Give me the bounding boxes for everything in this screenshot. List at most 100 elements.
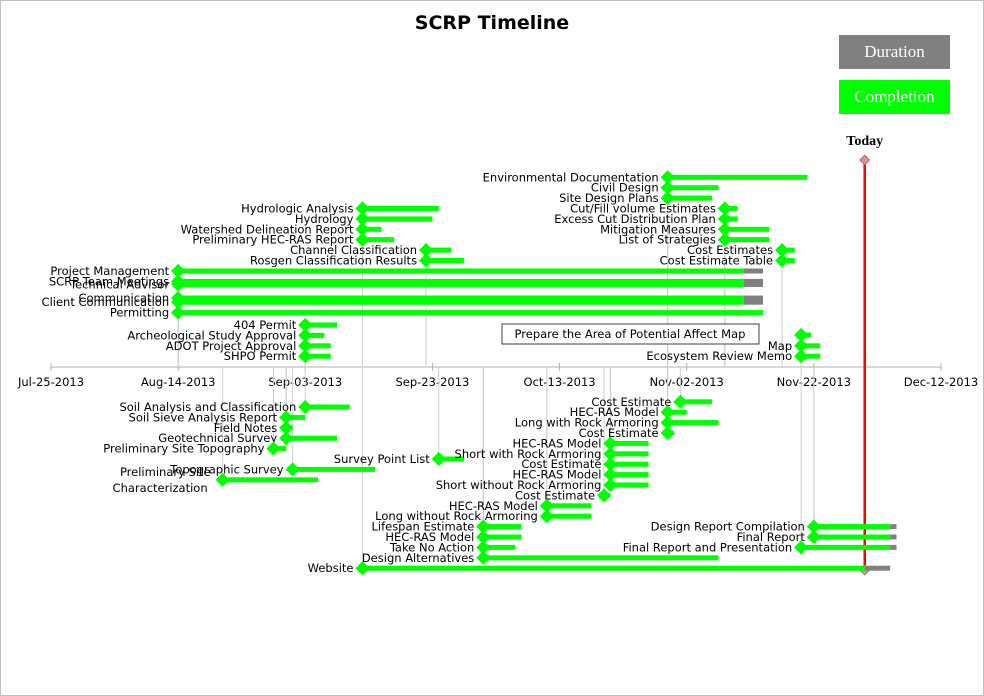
task-label: Preliminary HEC-RAS Report: [192, 233, 354, 247]
task-label: Soil Sieve Analysis Report: [129, 410, 278, 424]
task-completion-bar: [610, 461, 649, 467]
task-label: Lifespan Estimate: [371, 520, 474, 534]
task-milestone: [806, 529, 821, 545]
task-label: Cost Estimate: [521, 457, 601, 471]
task-label: Channel Classification: [290, 243, 417, 257]
task-completion-bar: [362, 206, 439, 211]
task-label: HEC-RAS Model: [449, 499, 538, 513]
task-milestone: [660, 405, 675, 420]
task-label: Design Report Compilation: [651, 520, 805, 534]
legend-completion: Completion: [839, 80, 950, 114]
task-label: Hydrology: [295, 212, 354, 226]
task-completion-bar: [610, 451, 649, 457]
task-milestone: [717, 211, 732, 226]
task-milestone: [673, 394, 688, 409]
task-milestone: [476, 550, 491, 565]
task-duration-bar: [743, 299, 763, 305]
task-milestone: [171, 295, 186, 310]
task-completion-bar: [178, 282, 744, 288]
task-milestone: [298, 349, 313, 364]
task-label: SHPO Permit: [224, 349, 297, 363]
task-completion-bar: [813, 524, 891, 530]
task-milestone: [298, 328, 313, 343]
today-label: Today: [846, 134, 883, 149]
callout-text: Prepare the Area of Potential Affect Map: [515, 327, 746, 341]
task-label: Survey Point List: [334, 452, 430, 466]
task-milestone: [794, 540, 809, 555]
axis-tick-label: Aug-14-2013: [141, 375, 216, 389]
task-duration-bar: [890, 544, 897, 550]
task-label: Cost Estimates: [687, 243, 773, 257]
task-milestone: [279, 410, 294, 425]
task-milestone: [794, 338, 809, 353]
task-completion-bar: [305, 332, 325, 338]
task-milestone: [285, 462, 300, 477]
task-completion-bar: [667, 185, 719, 191]
task-label: Cost Estimate: [591, 395, 671, 409]
task-label: Topographic Survey: [169, 462, 283, 476]
task-completion-bar: [680, 399, 713, 405]
task-completion-bar: [546, 513, 592, 519]
task-completion-bar: [362, 216, 433, 222]
task-milestone: [298, 317, 313, 333]
task-completion-bar: [667, 420, 719, 426]
task-milestone: [775, 253, 790, 268]
task-label: Soil Analysis and Classification: [119, 400, 296, 414]
task-completion-bar: [286, 435, 338, 441]
task-completion-bar: [178, 278, 744, 284]
task-completion-bar: [483, 544, 516, 550]
task-milestone: [355, 561, 370, 576]
task-completion-bar: [362, 565, 865, 571]
task-label: Long with Rock Armoring: [515, 416, 659, 430]
task-duration-bar: [743, 278, 763, 284]
task-completion-bar: [305, 353, 331, 359]
task-completion-bar: [426, 247, 452, 253]
task-milestone: [660, 180, 675, 195]
task-completion-bar: [667, 195, 713, 201]
task-completion-bar: [222, 477, 318, 483]
task-completion-bar: [305, 404, 350, 410]
task-label: Site Design Plans: [559, 191, 659, 205]
task-completion-bar: [292, 466, 376, 472]
task-completion-bar: [178, 268, 744, 274]
task-milestone: [476, 519, 491, 534]
task-milestone: [603, 436, 618, 451]
task-label: Website: [308, 561, 354, 575]
task-completion-bar: [546, 503, 592, 509]
task-label: Cut/Fill volume Estimates: [570, 202, 716, 216]
task-label: Excess Cut Distribution Plan: [554, 212, 716, 226]
task-milestone: [717, 201, 732, 216]
task-completion-bar: [667, 409, 687, 415]
task-completion-bar: [813, 534, 891, 540]
task-completion-bar: [305, 322, 338, 328]
task-label: Archeological Study Approval: [127, 328, 296, 342]
task-label: ADOT Project Approval: [166, 339, 296, 353]
task-milestone: [660, 170, 675, 185]
task-label: Project Management: [50, 264, 169, 278]
task-milestone: [298, 399, 313, 415]
task-duration-bar: [743, 295, 763, 301]
task-completion-bar: [286, 414, 306, 420]
task-label: Cost Estimate Table: [660, 254, 773, 268]
today-marker-top: [859, 154, 871, 166]
task-milestone: [279, 420, 294, 435]
task-milestone: [660, 425, 675, 441]
task-milestone: [171, 305, 186, 320]
task-completion-bar: [362, 226, 382, 232]
task-label: HEC-RAS Model: [512, 436, 601, 450]
task-label: HEC-RAS Model: [385, 530, 474, 544]
task-label: List of Strategies: [619, 233, 716, 247]
chart-title: SCRP Timeline: [414, 12, 570, 34]
task-label: Final Report: [737, 530, 806, 544]
task-milestone: [419, 253, 434, 268]
task-label: Watershed Delineation Report: [181, 222, 354, 236]
task-milestone: [298, 338, 313, 353]
task-label: Client Communication: [42, 295, 170, 309]
task-label: Short without Rock Armoring: [436, 478, 602, 492]
task-milestone: [355, 211, 370, 226]
task-milestone: [355, 201, 370, 216]
task-duration-bar: [743, 268, 763, 274]
task-completion-bar: [801, 353, 821, 359]
